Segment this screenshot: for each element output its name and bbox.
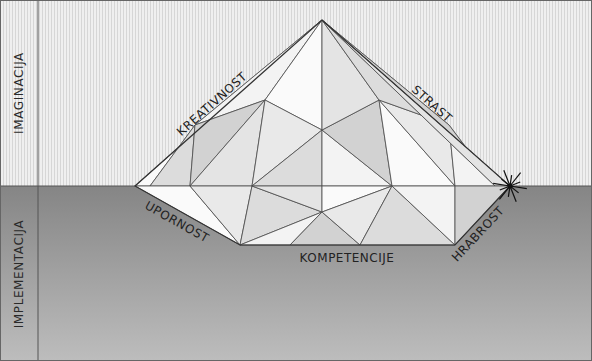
spark-center bbox=[508, 184, 513, 189]
gem-facet bbox=[150, 20, 322, 186]
spark-ray bbox=[499, 186, 510, 199]
gem-facet bbox=[360, 186, 455, 245]
gem-outline bbox=[135, 20, 510, 245]
spark-star bbox=[493, 170, 527, 202]
spark-ray bbox=[510, 186, 516, 202]
strip-divider bbox=[38, 0, 39, 361]
imagination-ground bbox=[0, 0, 592, 186]
spark-ray bbox=[510, 173, 521, 186]
quality-label: KOMPETENCIJE bbox=[300, 251, 395, 265]
band: IMAGINACIJA bbox=[0, 0, 592, 186]
implementation-ground bbox=[0, 186, 592, 361]
gem-facet bbox=[252, 100, 322, 186]
gem-facet bbox=[252, 130, 322, 186]
gem-facet bbox=[392, 186, 455, 245]
spark-ray bbox=[504, 170, 510, 186]
band-label: IMAGINACIJA bbox=[12, 52, 26, 134]
band-label: IMPLEMENTACIJA bbox=[12, 219, 26, 328]
gem-facet bbox=[252, 186, 322, 212]
gem-facets bbox=[135, 20, 510, 245]
